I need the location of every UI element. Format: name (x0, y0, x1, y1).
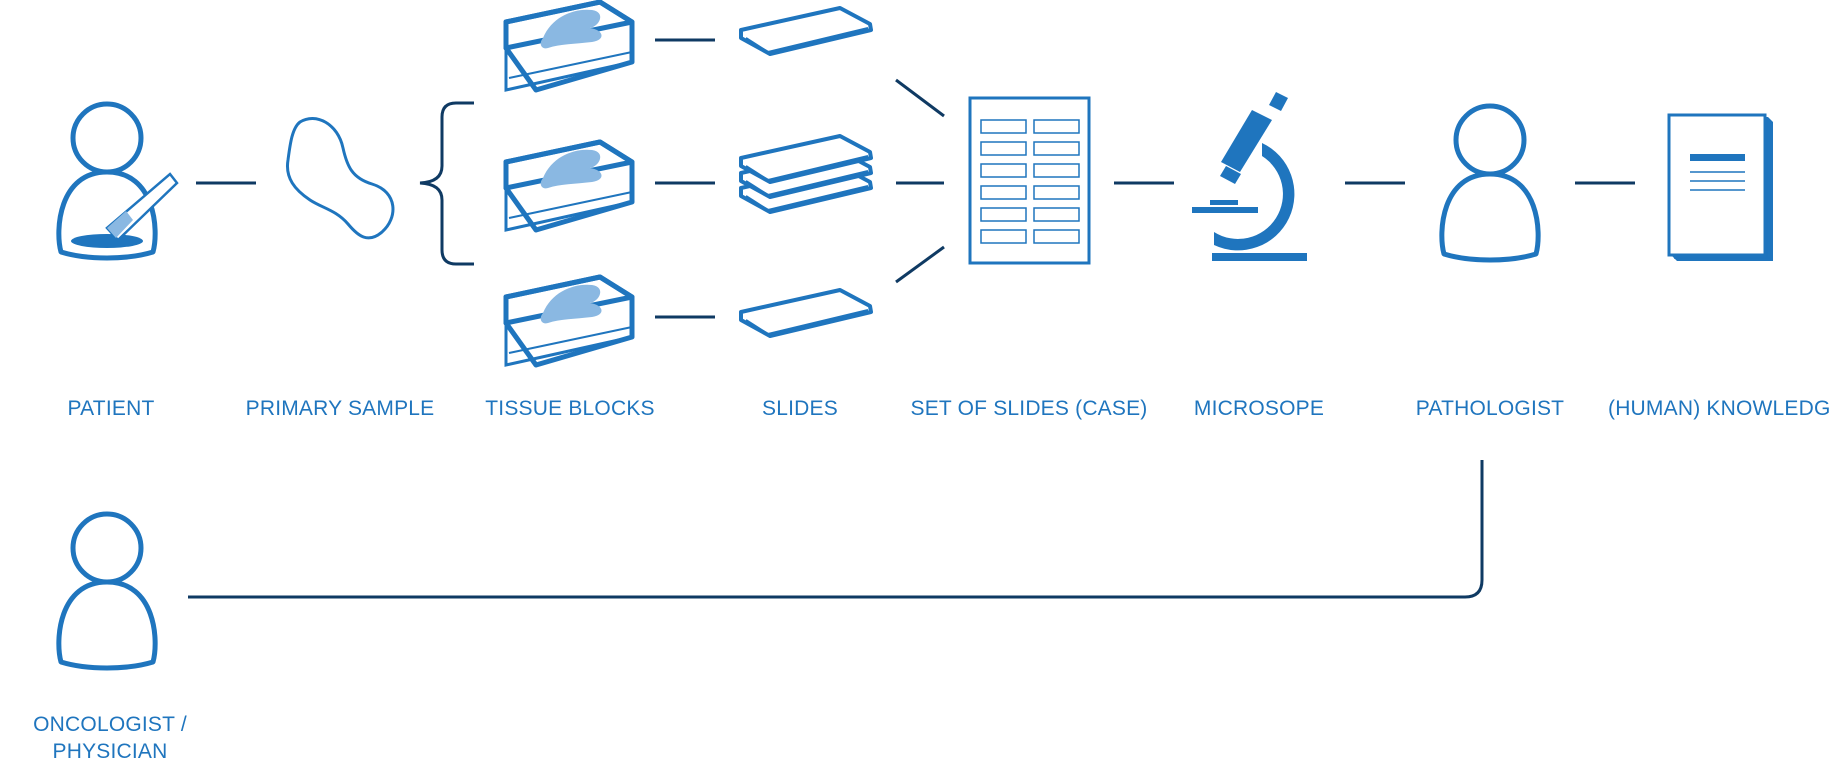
oncologist-icon (59, 514, 155, 668)
label-microscope: MICROSOPE (1193, 397, 1325, 420)
tissue-block-icon (506, 2, 632, 90)
label-oncologist-line1: ONCOLOGIST / (33, 713, 187, 736)
connector-pathologist-oncologist (188, 460, 1484, 599)
book-icon (1667, 113, 1773, 261)
pathologist-icon (1442, 106, 1538, 260)
slide-icon (739, 6, 873, 56)
case-icon (968, 96, 1091, 265)
label-oncologist: ONCOLOGIST / PHYSICIAN (33, 711, 187, 765)
label-patient: PATIENT (67, 397, 155, 420)
primary-sample-icon (285, 116, 395, 240)
label-pathologist: PATHOLOGIST (1415, 397, 1565, 420)
label-set-of-slides: SET OF SLIDES (CASE) (910, 397, 1148, 420)
brace-icon (419, 101, 474, 266)
connector-slide-case (895, 78, 945, 118)
label-tissue-blocks: TISSUE BLOCKS (485, 397, 655, 420)
tissue-block-icon (506, 277, 632, 365)
tissue-block-icon (506, 142, 632, 230)
label-oncologist-line2: PHYSICIAN (52, 740, 168, 763)
slide-icon (739, 288, 873, 338)
patient-icon (59, 104, 179, 258)
microscope-icon (1192, 92, 1307, 261)
slide-stack-icon (739, 134, 873, 214)
label-primary-sample: PRIMARY SAMPLE (245, 397, 435, 420)
label-knowledge: (HUMAN) KNOWLEDGE (1608, 397, 1831, 420)
label-slides: SLIDES (762, 397, 838, 420)
connector-slide-case (895, 245, 945, 284)
